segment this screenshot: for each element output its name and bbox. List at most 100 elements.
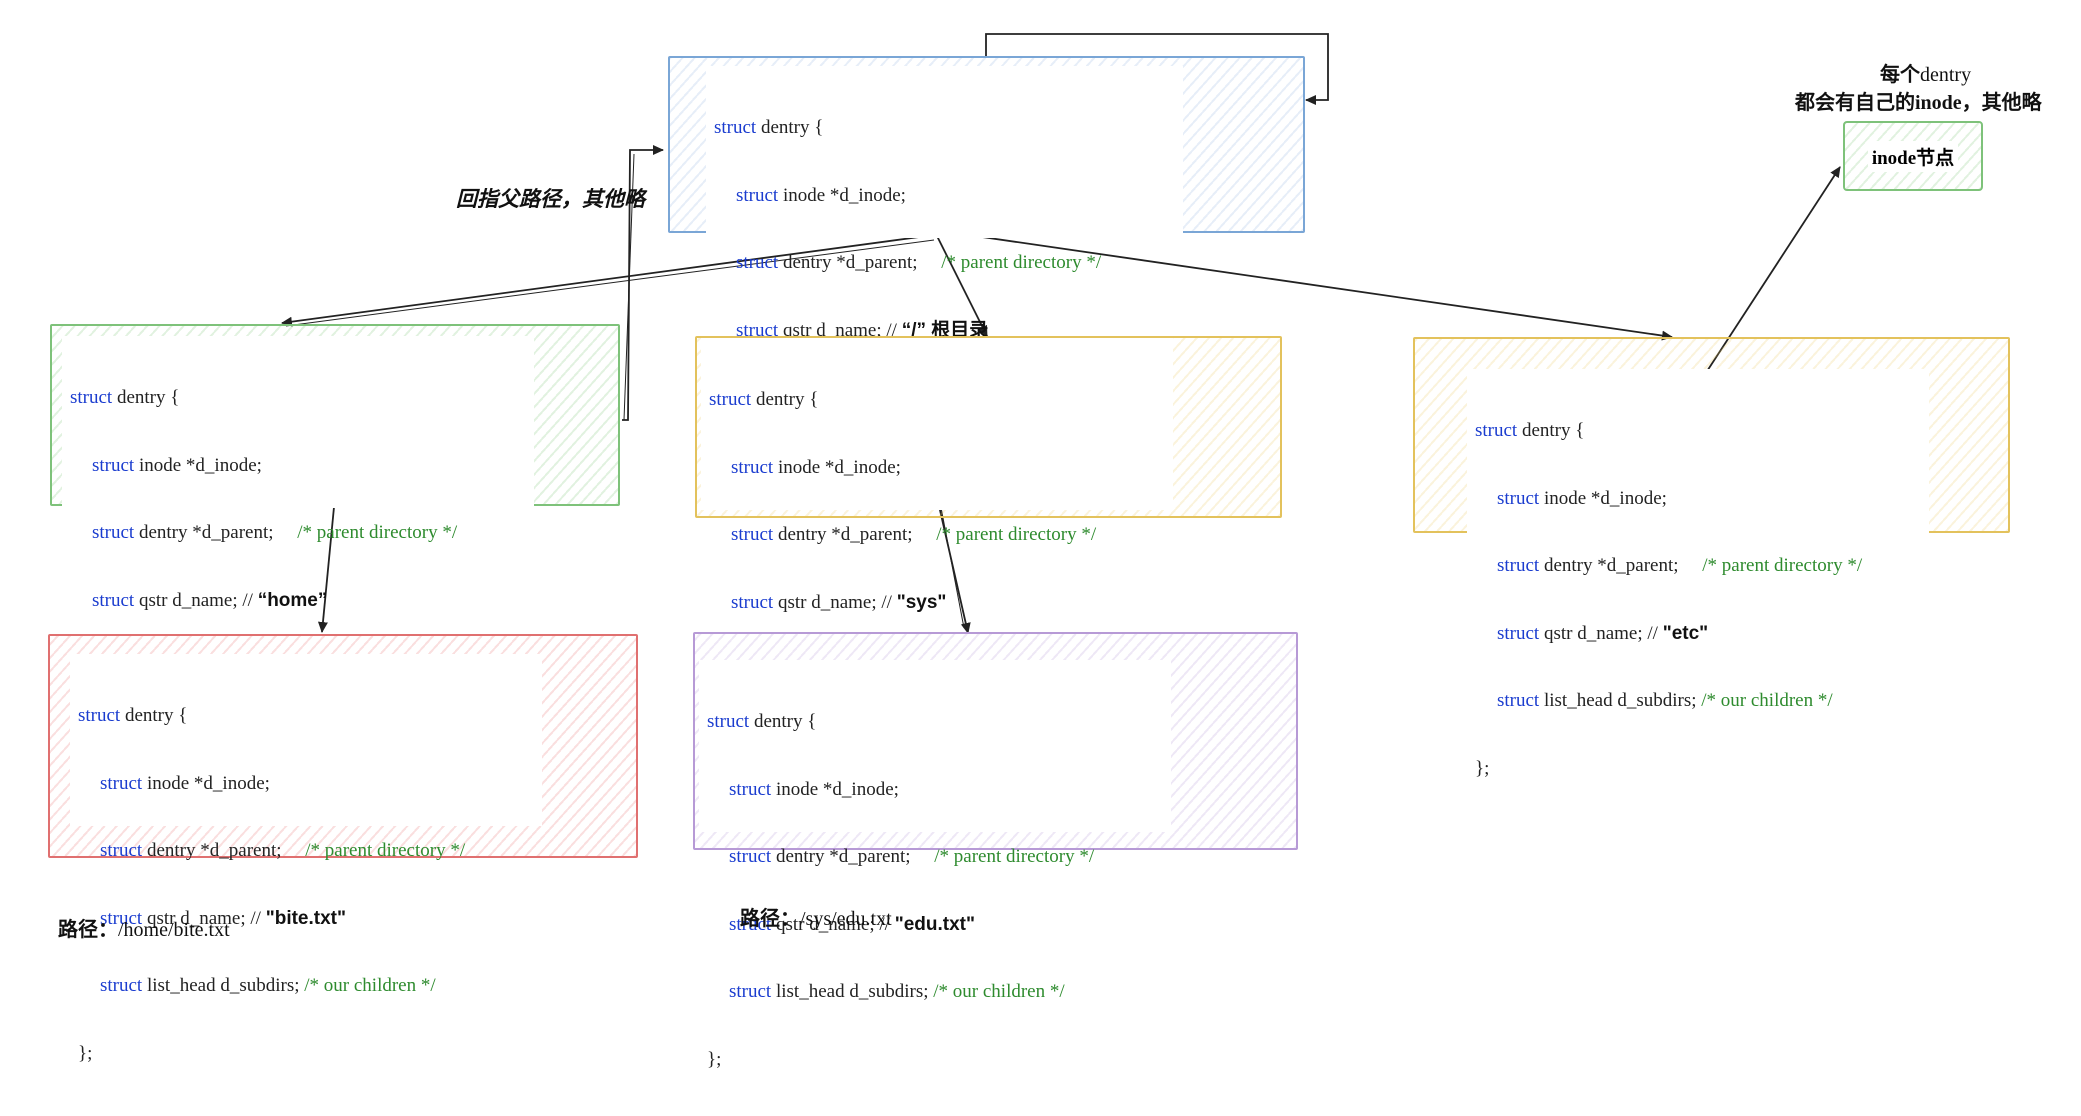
inode-note-line2: 都会有自己的inode，其他略 (1795, 86, 2042, 115)
kw-struct: struct (731, 591, 774, 613)
kw-struct: struct (70, 387, 113, 408)
etc-dentry-code: struct dentry { struct inode *d_inode; s… (1467, 369, 1929, 779)
path-prefix: 路径： (740, 908, 800, 930)
inode-node: inode节点 (1843, 121, 1983, 191)
kw-struct: struct (1497, 555, 1540, 576)
comment-parent: /* parent directory */ (941, 252, 1102, 273)
type-dentry: dentry (753, 711, 803, 732)
field-d-parent: dentry *d_parent; (782, 252, 918, 273)
home-dentry-node: struct dentry { struct inode *d_inode; s… (50, 324, 620, 746)
kw-struct: struct (100, 772, 143, 794)
brace-close: }; (1475, 757, 1490, 779)
kw-struct: struct (731, 456, 774, 478)
brace-open: { (170, 387, 180, 408)
path-sys-label: 路径：/sys/edu.txt (740, 902, 892, 931)
root-name-value: “/” 根目录 (901, 319, 989, 341)
comment-parent: /* parent directory */ (934, 846, 1095, 867)
kw-struct: struct (92, 522, 135, 543)
field-d-parent: dentry *d_parent; (138, 522, 274, 543)
kw-struct: struct (729, 846, 772, 867)
kw-struct: struct (92, 454, 135, 476)
kw-struct: struct (1497, 487, 1540, 509)
path-home-label: 路径：/home/bite.txt (58, 913, 230, 942)
path-home-value: /home/bite.txt (118, 919, 230, 941)
inode-note-word2: inode (1915, 92, 1962, 114)
edu-name-value: "edu.txt" (894, 913, 975, 935)
path-prefix: 路径： (58, 919, 118, 941)
kw-struct: struct (1497, 690, 1540, 711)
type-dentry: dentry (760, 117, 810, 138)
edu-dentry-code: struct dentry { struct inode *d_inode; s… (699, 660, 1171, 1070)
root-dentry-code: struct dentry { struct inode *d_inode; s… (706, 66, 1183, 476)
inode-note-word: dentry (1920, 64, 1972, 86)
path-sys-value: /sys/edu.txt (800, 908, 892, 930)
etc-dentry-node: struct dentry { struct inode *d_inode; s… (1413, 337, 2010, 779)
kw-struct: struct (729, 913, 772, 935)
bite-dentry-code: struct dentry { struct inode *d_inode; s… (70, 654, 542, 1064)
kw-struct: struct (100, 840, 143, 861)
home-name-value: “home” (257, 589, 328, 611)
kw-struct: struct (736, 252, 779, 273)
brace-open: { (809, 389, 819, 410)
kw-struct: struct (92, 589, 135, 611)
type-dentry: dentry (1521, 420, 1571, 441)
sys-name-value: "sys" (896, 591, 947, 613)
field-d-subdirs: list_head d_subdirs; (1543, 690, 1697, 711)
etc-name-value: "etc" (1662, 622, 1709, 644)
field-d-inode: inode *d_inode; (777, 456, 901, 478)
kw-struct: struct (1497, 622, 1540, 644)
inode-note-suffix: ，其他略 (1961, 92, 2042, 114)
field-d-subdirs: list_head d_subdirs; (146, 975, 300, 996)
edu-dentry-node: struct dentry { struct inode *d_inode; s… (693, 632, 1298, 1070)
comment-children: /* our children */ (304, 975, 436, 996)
sys-dentry-node: struct dentry { struct inode *d_inode; s… (695, 336, 1282, 748)
root-dentry-node: struct dentry { struct inode *d_inode; s… (668, 56, 1305, 476)
kw-struct: struct (78, 705, 121, 726)
kw-struct: struct (736, 184, 779, 206)
home-dentry-code: struct dentry { struct inode *d_inode; s… (62, 336, 534, 746)
field-d-name: qstr d_name; // (777, 591, 892, 613)
comment-children: /* our children */ (1701, 690, 1833, 711)
kw-struct: struct (729, 778, 772, 800)
brace-close: }; (78, 1042, 93, 1064)
field-d-parent: dentry *d_parent; (1543, 555, 1679, 576)
brace-close: }; (707, 1048, 722, 1070)
comment-children: /* our children */ (933, 981, 1065, 1002)
type-dentry: dentry (116, 387, 166, 408)
kw-struct: struct (709, 389, 752, 410)
field-d-name: qstr d_name; // (138, 589, 253, 611)
kw-struct: struct (707, 711, 750, 732)
sys-dentry-code: struct dentry { struct inode *d_inode; s… (701, 338, 1173, 748)
comment-parent: /* parent directory */ (297, 522, 458, 543)
inode-note-prefix2: 都会有自己的 (1795, 92, 1915, 114)
type-dentry: dentry (755, 389, 805, 410)
field-d-inode: inode *d_inode; (782, 184, 906, 206)
field-d-parent: dentry *d_parent; (775, 846, 911, 867)
bite-dentry-node: struct dentry { struct inode *d_inode; s… (48, 634, 638, 1064)
brace-open: { (178, 705, 188, 726)
inode-box-word: inode (1871, 147, 1917, 169)
bite-name-value: "bite.txt" (265, 907, 346, 929)
field-d-inode: inode *d_inode; (146, 772, 270, 794)
field-d-inode: inode *d_inode; (775, 778, 899, 800)
type-dentry: dentry (124, 705, 174, 726)
field-d-parent: dentry *d_parent; (146, 840, 282, 861)
kw-struct: struct (714, 117, 757, 138)
field-d-name: qstr d_name; // (1543, 622, 1658, 644)
comment-parent: /* parent directory */ (1702, 555, 1863, 576)
brace-open: { (807, 711, 817, 732)
inode-note-line1: 每个dentry (1880, 58, 1971, 87)
comment-parent: /* parent directory */ (936, 524, 1097, 545)
field-d-inode: inode *d_inode; (1543, 487, 1667, 509)
field-d-inode: inode *d_inode; (138, 454, 262, 476)
kw-struct: struct (1475, 420, 1518, 441)
inode-note-prefix: 每个 (1880, 64, 1920, 86)
kw-struct: struct (729, 981, 772, 1002)
kw-struct: struct (100, 907, 143, 929)
field-d-name: qstr d_name; // (146, 907, 261, 929)
kw-struct: struct (736, 319, 779, 341)
inode-box-suffix: 节点 (1916, 147, 1955, 169)
back-to-parent-label: 回指父路径，其他略 (456, 188, 645, 211)
inode-node-label: inode节点 (1867, 140, 1959, 172)
field-d-parent: dentry *d_parent; (777, 524, 913, 545)
